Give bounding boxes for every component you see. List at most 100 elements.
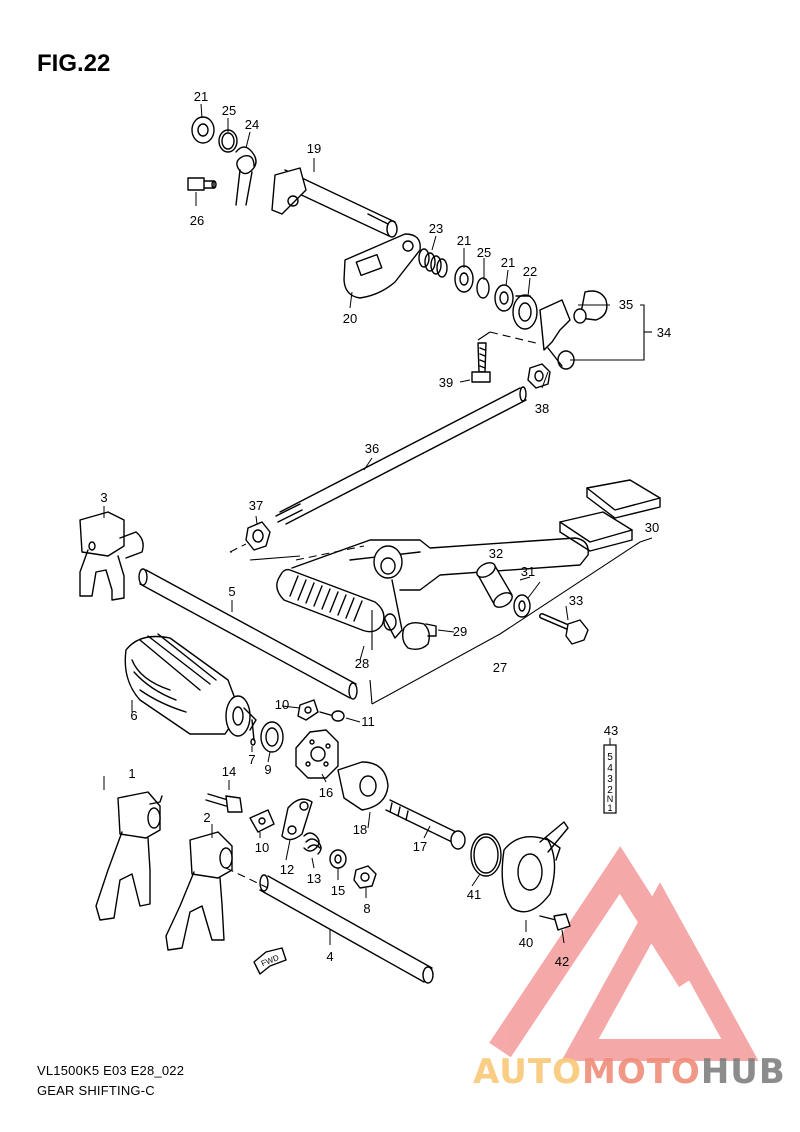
model-code: VL1500K5 E03 E28_022 (37, 1063, 185, 1078)
bolt-26 (187, 177, 217, 191)
washer-31 (513, 594, 531, 618)
callout-26: 26 (190, 213, 204, 228)
watermark-logo: AUTOMOTOHUB (473, 1052, 786, 1092)
callout-8: 8 (363, 901, 370, 916)
cam-driven-gear-16 (295, 729, 339, 779)
callout-33: 33 (569, 593, 583, 608)
washer-21-top (191, 116, 215, 144)
callout-31: 31 (521, 564, 535, 579)
footpeg-rubber-28 (276, 568, 385, 633)
watermark-triangle (489, 846, 759, 1061)
callout-37: 37 (249, 498, 263, 513)
shift-pedal-30 (291, 479, 661, 639)
callout-16: 16 (319, 785, 333, 800)
callout-3: 3 (100, 490, 107, 505)
gear-position-switch-40 (501, 821, 569, 913)
fork-shaft-5 (138, 568, 358, 700)
callout-7: 7 (248, 752, 255, 767)
callout-11: 11 (361, 714, 375, 729)
figure-title: FIG.22 (37, 50, 111, 77)
circlip-25-mid (476, 277, 490, 299)
plate-10-upper (297, 699, 319, 721)
shift-fork-1 (95, 791, 163, 921)
callout-34: 34 (657, 325, 671, 340)
gear-indicator-43: 5 4 3 2 N 1 (603, 744, 617, 814)
callout-36: 36 (365, 441, 379, 456)
fork-shaft-4 (259, 874, 434, 984)
callout-14: 14 (222, 764, 236, 779)
callout-21: 21 (457, 233, 471, 248)
shift-rod-36 (275, 386, 527, 525)
callout-10: 10 (255, 840, 269, 855)
callout-9: 9 (264, 762, 271, 777)
callout-40: 40 (519, 935, 533, 950)
shift-arm-20 (343, 233, 421, 299)
callout-32: 32 (489, 546, 503, 561)
lever-34-upper (539, 299, 575, 370)
callout-15: 15 (331, 883, 345, 898)
callout-25: 25 (477, 245, 491, 260)
screw-11 (319, 710, 345, 722)
callout-25: 25 (222, 103, 236, 118)
washer-21-right (494, 284, 514, 312)
gear-1-label: 1 (607, 803, 612, 813)
callout-2: 2 (203, 810, 210, 825)
callout-17: 17 (413, 839, 427, 854)
callout-42: 42 (555, 954, 569, 969)
callout-18: 18 (353, 822, 367, 837)
shift-fork-3 (79, 511, 144, 601)
callout-1: 1 (128, 766, 135, 781)
callout-41: 41 (467, 887, 481, 902)
callout-5: 5 (228, 584, 235, 599)
bolt-17 (385, 799, 466, 850)
callout-43: 43 (604, 723, 618, 738)
callout-21: 21 (501, 255, 515, 270)
nut-8 (353, 865, 377, 889)
stopper-arm-12 (281, 798, 313, 841)
callout-10: 10 (275, 697, 289, 712)
callout-labels: 21 25 24 19 26 23 21 25 21 22 35 34 20 3… (100, 89, 671, 969)
bolt-39 (471, 342, 491, 383)
bearing-9 (260, 721, 284, 753)
stopper-18 (337, 761, 389, 811)
gear-4-label: 4 (607, 763, 613, 774)
washer-21-mid (454, 265, 474, 293)
pin-7 (250, 719, 256, 746)
oil-seal-22 (512, 294, 538, 330)
callout-leaders (103, 103, 611, 945)
gear-5-label: 5 (607, 752, 613, 763)
gear-shift-cam-6 (124, 633, 257, 737)
o-ring-41 (470, 833, 502, 877)
shift-shaft-19 (271, 167, 398, 238)
washer-15 (329, 849, 347, 869)
watermark-moto: MOTO (581, 1052, 701, 1092)
cap-35 (573, 290, 608, 324)
shift-fork-2 (165, 831, 233, 951)
bush-32 (476, 562, 513, 608)
plate-10-lower (249, 809, 275, 833)
callout-21: 21 (194, 89, 208, 104)
spring-24 (235, 146, 257, 206)
callout-6: 6 (130, 708, 137, 723)
callout-38: 38 (535, 401, 549, 416)
nut-37 (245, 521, 271, 551)
section-name: GEAR SHIFTING-C (37, 1083, 155, 1098)
gear-2-label: 2 (607, 785, 613, 796)
callout-4: 4 (326, 949, 333, 964)
callout-20: 20 (343, 311, 357, 326)
assembly-outlines (225, 331, 541, 889)
callout-27: 27 (493, 660, 507, 675)
callout-13: 13 (307, 871, 321, 886)
spring-23 (418, 248, 448, 278)
leader-lines (230, 304, 653, 705)
fwd-arrow (253, 947, 287, 975)
callout-24: 24 (245, 117, 259, 132)
bolt-29 (401, 621, 437, 651)
callout-30: 30 (645, 520, 659, 535)
bolt-33 (539, 613, 589, 645)
gear-3-label: 3 (607, 774, 613, 785)
callout-23: 23 (429, 221, 443, 236)
callout-19: 19 (307, 141, 321, 156)
callout-35: 35 (619, 297, 633, 312)
